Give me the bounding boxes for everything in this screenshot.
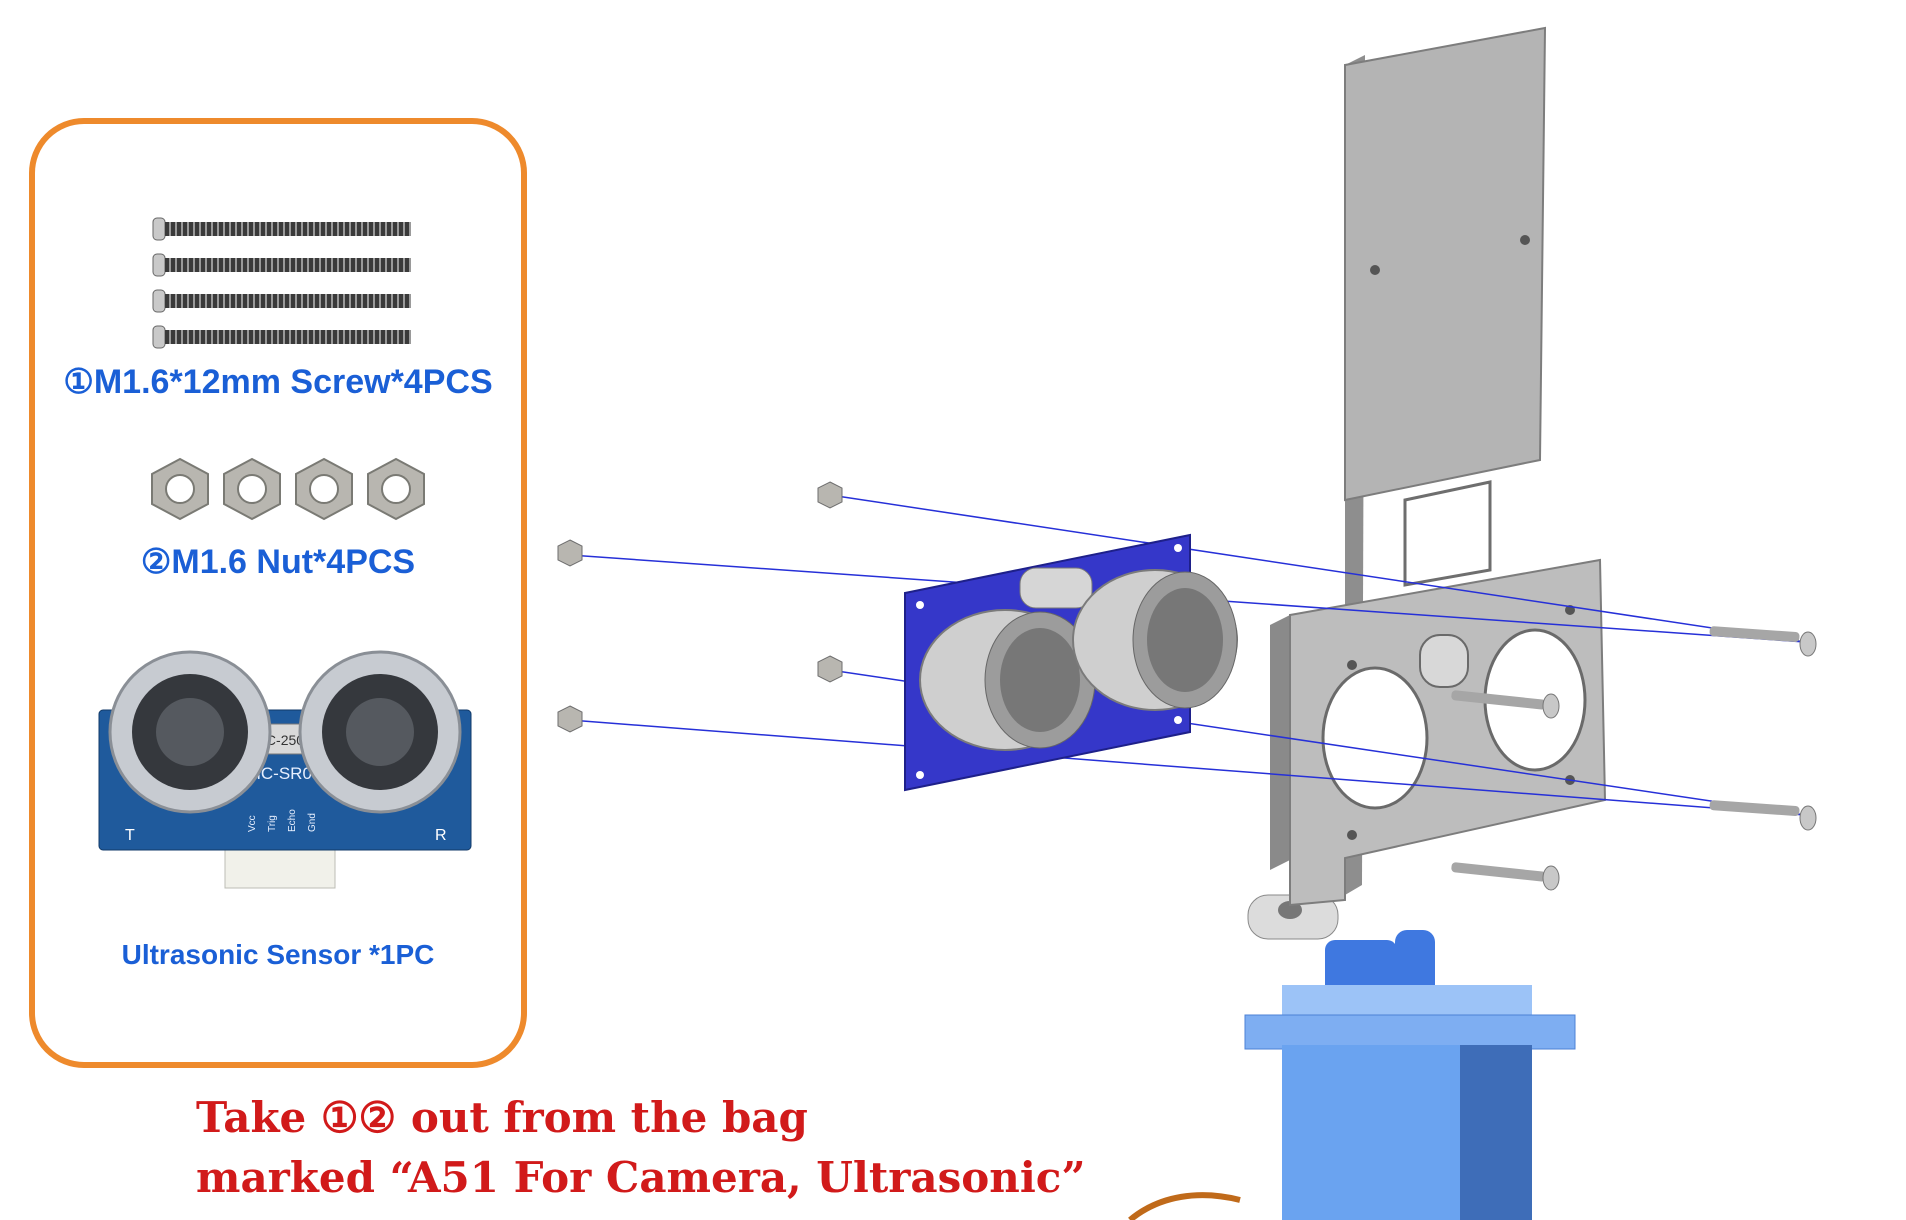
nut-label: ②M1.6 Nut*4PCS	[35, 542, 521, 582]
screw-label: ①M1.6*12mm Screw*4PCS	[35, 362, 521, 402]
bracket-arm	[1345, 28, 1545, 500]
bracket-hole-left	[1323, 668, 1427, 808]
sensor-left-mark: T	[125, 827, 135, 844]
assembly-sensor-module	[905, 535, 1237, 790]
assembly-screw-icon	[1709, 626, 1816, 656]
sensor-pin-label: Trig	[267, 815, 278, 832]
screw-icon	[153, 326, 411, 348]
nut-icon	[224, 459, 280, 519]
bracket-plate-edge	[1270, 615, 1290, 870]
sensor-label: Ultrasonic Sensor *1PC	[35, 939, 521, 971]
bracket-slot	[1420, 635, 1468, 687]
screw-icon	[153, 290, 411, 312]
servo-motor	[1130, 930, 1575, 1220]
parts-box: ①M1.6*12mm Screw*4PCS ②M1.6 Nut*4PCS C-2…	[29, 118, 527, 1068]
assembly-screw-icon	[1709, 800, 1816, 830]
nuts-graphic	[145, 454, 435, 524]
nut-icon	[368, 459, 424, 519]
assembly-nut-icon	[558, 706, 582, 732]
servo-mount-tab	[1245, 1015, 1575, 1049]
assembly-nut-icon	[558, 540, 582, 566]
assembly-sensor-crystal	[1020, 568, 1092, 608]
sensor-transducer-left	[110, 652, 270, 812]
nut-icon	[152, 459, 208, 519]
servo-wires	[1130, 1195, 1240, 1220]
sensor-right-mark: R	[435, 827, 447, 844]
assembly-nut-icon	[818, 482, 842, 508]
sensor-pin-label: Echo	[287, 809, 298, 832]
sensor-crystal-text: C-250	[266, 732, 304, 748]
sensor-connector	[225, 844, 335, 888]
camera-bracket	[1248, 28, 1605, 939]
assembly-transducer-left	[920, 610, 1095, 750]
assembly-transducer-right	[1073, 570, 1237, 710]
screw-icon	[153, 218, 411, 240]
sensor-transducer-right	[300, 652, 460, 812]
screws-graphic	[145, 212, 425, 352]
exploded-assembly-diagram	[540, 0, 1900, 1220]
assembly-screw-icon	[1451, 862, 1559, 890]
ultrasonic-sensor-graphic: C-250 HC-SR04 Vcc Trig Echo Gnd T R	[95, 644, 475, 894]
bracket-window	[1405, 482, 1490, 585]
sensor-pin-label: Vcc	[247, 815, 258, 832]
sensor-pin-label: Gnd	[307, 813, 318, 832]
nut-icon	[296, 459, 352, 519]
screw-icon	[153, 254, 411, 276]
servo-body-side	[1460, 1045, 1532, 1220]
assembly-nut-icon	[818, 656, 842, 682]
